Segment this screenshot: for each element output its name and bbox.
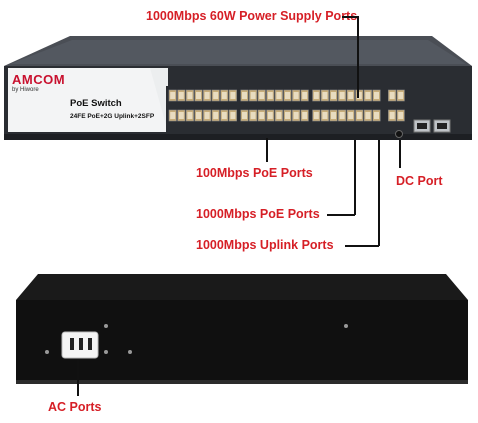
rj45-port-socket: [365, 112, 371, 119]
poe-100-label: 100Mbps PoE Ports: [196, 166, 313, 180]
rj45-port-socket: [293, 112, 299, 119]
power-supply-ports-label: 1000Mbps 60W Power Supply Ports: [146, 9, 358, 23]
rj45-port-socket: [267, 112, 273, 119]
rj45-port-socket: [170, 92, 176, 99]
screw: [104, 350, 108, 354]
rj45-port-socket: [339, 112, 345, 119]
leader-poe1000-v: [354, 140, 356, 215]
rj45-port-socket: [259, 112, 265, 119]
rj45-port-socket: [285, 92, 290, 99]
rj45-port-socket: [285, 112, 290, 119]
screw: [344, 324, 348, 328]
rj45-port-socket: [221, 112, 227, 119]
rj45-port-socket: [204, 112, 210, 119]
rj45-port-socket: [374, 92, 379, 99]
rj45-port-socket: [322, 112, 328, 119]
rj45-port-socket: [196, 92, 201, 99]
rj45-port-socket: [356, 112, 362, 119]
rj45-port-socket: [276, 112, 282, 119]
rj45-port-socket: [267, 92, 273, 99]
rj45-port-socket: [204, 92, 210, 99]
dc-port-jack: [395, 130, 403, 138]
leader-power-v: [357, 16, 359, 98]
model-spec: 24FE PoE+2G Uplink+2SFP: [70, 113, 155, 120]
rj45-port-socket: [250, 92, 256, 99]
leader-power-h: [342, 16, 358, 18]
leader-uplink-v: [378, 140, 380, 246]
rj45-port-socket: [302, 92, 308, 99]
rj45-port-socket: [302, 112, 308, 119]
rj45-port-socket: [365, 92, 371, 99]
rj45-port-socket: [398, 92, 404, 99]
rj45-port-socket: [196, 112, 201, 119]
screw: [104, 324, 108, 328]
rj45-port-socket: [389, 92, 395, 99]
rj45-port-socket: [259, 92, 265, 99]
rj45-port-socket: [348, 92, 354, 99]
rj45-port-socket: [374, 112, 379, 119]
rj45-port-socket: [242, 92, 247, 99]
rj45-port-socket: [339, 92, 345, 99]
leader-poe100-v: [266, 138, 268, 162]
leader-ac-v: [77, 360, 79, 396]
poe-1000-label: 1000Mbps PoE Ports: [196, 207, 320, 221]
dc-port-label: DC Port: [396, 174, 443, 188]
screw: [128, 350, 132, 354]
rj45-port-socket: [276, 92, 282, 99]
leader-dc-v: [399, 140, 401, 168]
rj45-port-socket: [293, 92, 299, 99]
rj45-port-grid: [168, 89, 405, 122]
brand-subtitle: by Hiwore: [12, 87, 39, 93]
rj45-port-socket: [187, 112, 193, 119]
screw: [45, 350, 49, 354]
rj45-port-socket: [313, 92, 319, 99]
rj45-port-socket: [213, 92, 219, 99]
rj45-port-socket: [313, 112, 319, 119]
uplink-1000-label: 1000Mbps Uplink Ports: [196, 238, 334, 252]
rj45-port-socket: [170, 112, 176, 119]
model-title: PoE Switch: [70, 98, 122, 109]
rj45-port-socket: [187, 92, 193, 99]
rj45-port-socket: [331, 112, 336, 119]
leader-uplink-h: [345, 245, 379, 247]
rj45-port-socket: [389, 112, 395, 119]
rj45-port-socket: [322, 92, 328, 99]
rj45-port-socket: [178, 92, 184, 99]
ac-ports-label: AC Ports: [48, 400, 102, 414]
rj45-port-socket: [398, 112, 404, 119]
rj45-port-socket: [230, 112, 236, 119]
rj45-port-socket: [250, 112, 256, 119]
rj45-port-socket: [331, 92, 336, 99]
rear-chassis-top: [16, 274, 468, 300]
rj45-port-socket: [242, 112, 247, 119]
rj45-port-socket: [230, 92, 236, 99]
rj45-port-socket: [178, 112, 184, 119]
brand-logo: AMCOM: [12, 72, 66, 87]
rj45-port-socket: [213, 112, 219, 119]
leader-poe1000-h: [327, 214, 355, 216]
rj45-port-socket: [348, 112, 354, 119]
rj45-port-socket: [221, 92, 227, 99]
rj45-port-socket: [356, 92, 362, 99]
